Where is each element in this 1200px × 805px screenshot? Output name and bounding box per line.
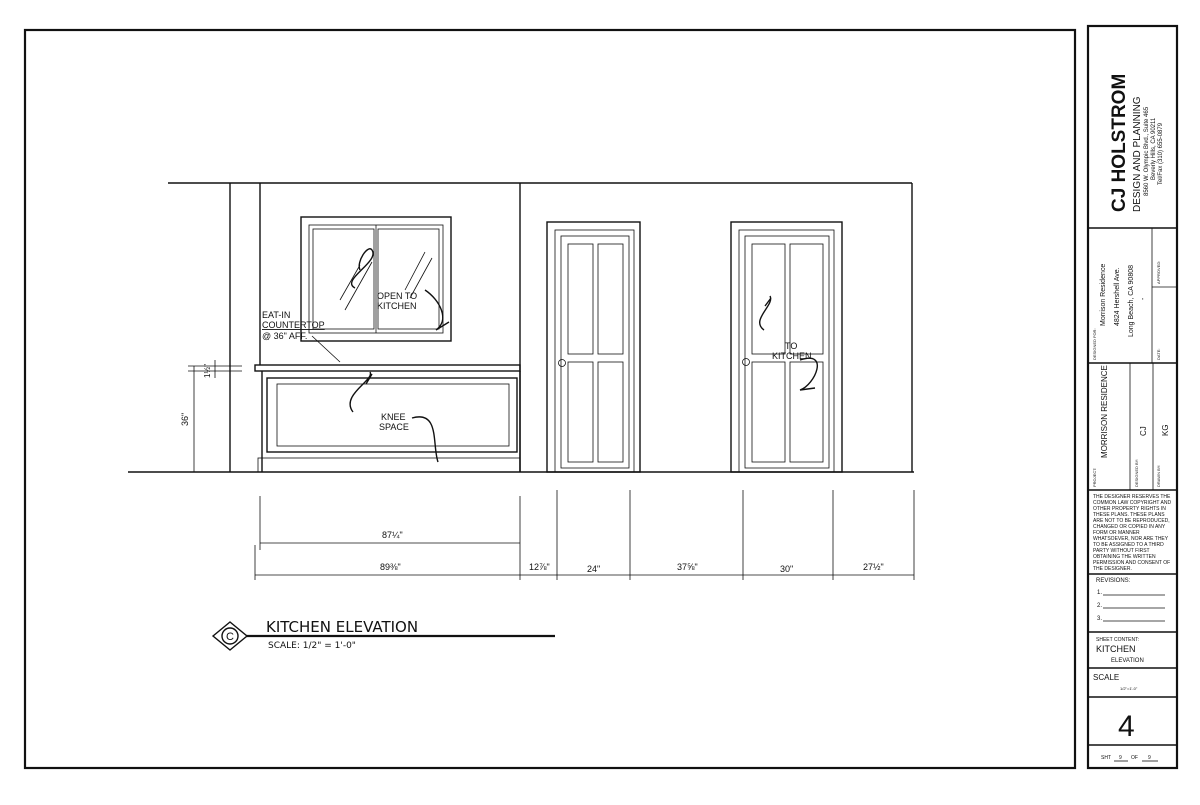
note-to: TO: [785, 341, 797, 351]
note-aff: @ 36" AFF.: [262, 331, 307, 341]
revision-3: 3.: [1097, 616, 1102, 622]
width-dimensions: 87¼" 89⅜" 12⅞" 24" 37⅝" 30" 27½": [254, 490, 915, 580]
knee-space-panel: [266, 377, 518, 453]
dim-30: 30": [780, 564, 793, 574]
client-name: Morrison Residence: [1100, 264, 1107, 326]
legal-line: ARE NOT TO BE REPRODUCED,: [1093, 518, 1170, 524]
legal-line: PARTY WITHOUT FIRST: [1093, 548, 1150, 554]
kitchen-elevation: EAT-IN COUNTERTOP @ 36" AFF. OPEN TO KIT…: [128, 182, 915, 651]
client-street: 4824 Hershell Ave.: [1114, 267, 1121, 326]
company-subtitle: DESIGN AND PLANNING: [1132, 96, 1143, 212]
legal-line: FORM OR MANNER: [1093, 530, 1140, 536]
legal-line: TO BE ASSIGNED TO A THIRD: [1093, 542, 1164, 548]
dim-24: 24": [587, 564, 600, 574]
legal-line: THESE PLANS. THESE PLANS: [1093, 512, 1165, 518]
legal-line: WHATSOEVER, NOR ARE THEY: [1093, 536, 1169, 542]
revisions-label: REVISIONS:: [1096, 578, 1131, 584]
of-label: OF: [1131, 755, 1138, 761]
leader-line: [311, 335, 341, 363]
sht-value: 9: [1119, 755, 1122, 761]
detail-scale-text: SCALE: 1/2" = 1'-0": [268, 641, 356, 651]
height-dimensions: 36" 1½": [180, 360, 242, 472]
legal-notice: THE DESIGNER RESERVES THE COMMON LAW COP…: [1093, 494, 1171, 572]
client-city: Long Beach, CA 90808: [1128, 265, 1135, 337]
note-countertop: COUNTERTOP: [262, 320, 325, 330]
project-name: MORRISON RESIDENCE: [1100, 365, 1109, 458]
door-left: [546, 221, 641, 473]
sheet-content: KITCHEN: [1096, 644, 1136, 654]
window: [300, 216, 452, 342]
dim-89: 89⅜": [380, 562, 401, 572]
of-value: 9: [1148, 755, 1151, 761]
company-name: CJ HOLSTROM: [1109, 74, 1130, 212]
note-to-kitchen: KITCHEN: [772, 351, 812, 361]
legal-line: THE DESIGNER.: [1093, 566, 1132, 572]
company-address1: 8560 W. Olympic Blvd., Suite 465: [1144, 106, 1150, 196]
scale-label: SCALE: [1093, 673, 1119, 682]
note-space: SPACE: [379, 422, 409, 432]
company-address2: Beverly Hills, CA 90211: [1151, 117, 1157, 180]
client-extra: -: [1140, 297, 1147, 300]
door-right: [730, 221, 843, 473]
drawn-by-label: DRAWN BY:: [1156, 465, 1161, 487]
dim-87: 87¼": [382, 530, 403, 540]
dim-27: 27½": [863, 562, 884, 572]
door-knob: [742, 358, 750, 366]
break-symbols: [349, 248, 818, 463]
detail-title: C KITCHEN ELEVATION SCALE: 1/2" = 1'-0": [211, 618, 555, 651]
legal-line: OBTAINING THE WRITTEN: [1093, 554, 1156, 560]
designed-by: CJ: [1139, 426, 1148, 436]
scale-value: 1/2"=1'-0": [1120, 686, 1138, 691]
countertop: [254, 364, 521, 473]
drawing-border: [23, 28, 1077, 770]
approved-label: APPROVED:: [1156, 261, 1161, 284]
sht-label: SHT: [1101, 755, 1111, 761]
dim-37: 37⅝": [677, 562, 698, 572]
designed-by-label: DESIGNED BY:: [1134, 459, 1139, 487]
drawn-by: KG: [1161, 424, 1170, 436]
project-label: PROJECT:: [1092, 468, 1097, 487]
sheet-content-label: SHEET CONTENT:: [1096, 637, 1139, 643]
detail-marker-letter: C: [226, 631, 234, 643]
legal-line: OTHER PROPERTY RIGHTS IN: [1093, 506, 1166, 512]
note-open-kitchen: KITCHEN: [377, 301, 417, 311]
dim-12: 12⅞": [529, 562, 550, 572]
detail-title-text: KITCHEN ELEVATION: [266, 618, 418, 636]
height-36: 36": [180, 413, 190, 426]
note-eat-in: EAT-IN: [262, 310, 290, 320]
title-block: CJ HOLSTROM DESIGN AND PLANNING 8560 W. …: [1086, 24, 1179, 770]
legal-line: THE DESIGNER RESERVES THE: [1093, 494, 1171, 500]
revision-2: 2.: [1097, 603, 1102, 609]
revision-1: 1.: [1097, 590, 1102, 596]
sheet-content-sub: ELEVATION: [1111, 658, 1144, 664]
company-phone: Tel/Fax (310) 655-0879: [1158, 122, 1164, 185]
note-knee: KNEE: [381, 412, 406, 422]
legal-line: PERMISSION AND CONSENT OF: [1093, 560, 1170, 566]
legal-line: COMMON LAW COPYRIGHT AND: [1093, 500, 1171, 506]
sheet-number: 4: [1118, 710, 1135, 743]
note-open-to: OPEN TO: [377, 291, 417, 301]
door-knob: [558, 359, 566, 367]
designed-for-label: DESIGNED FOR:: [1092, 328, 1097, 360]
height-top: 1½": [203, 364, 212, 378]
legal-line: CHANGED OR COPIED IN ANY: [1093, 524, 1166, 530]
date-label: DATE:: [1156, 349, 1161, 360]
